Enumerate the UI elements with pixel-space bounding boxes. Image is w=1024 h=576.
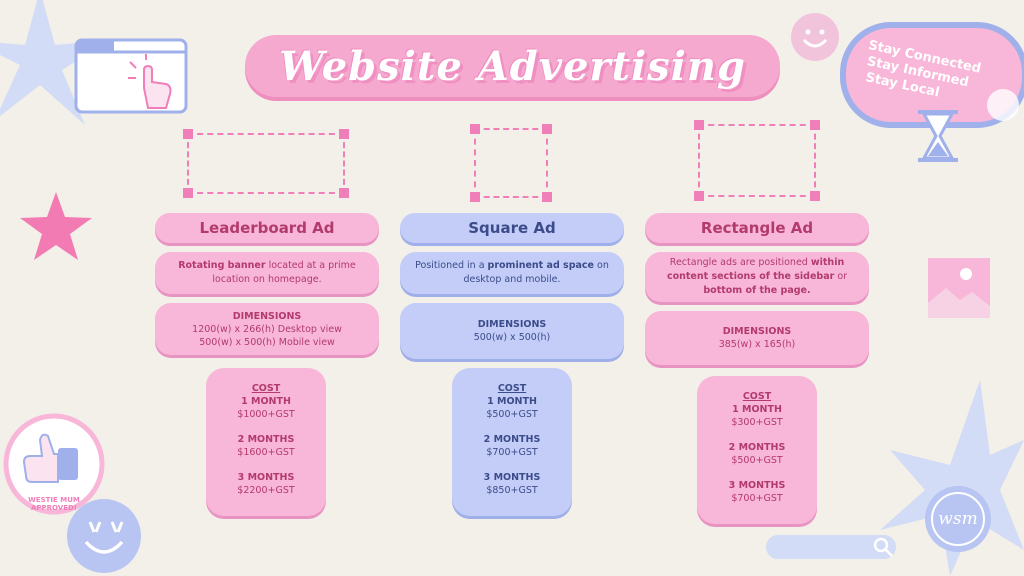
dimensions-label: DIMENSIONS — [232, 310, 302, 322]
square-ad-frame — [470, 124, 552, 202]
smiley-icon — [791, 13, 839, 61]
dimensions-label: DIMENSIONS — [477, 319, 547, 330]
square-ad-cost: COST 1 MONTH $500+GST 2 MONTHS $700+GST … — [452, 368, 572, 516]
leaderboard-ad-dimensions: DIMENSIONS 1200(w) x 266(h) Desktop view… — [155, 303, 379, 355]
cost-label: COST — [497, 383, 527, 394]
page-title: Website Advertising — [279, 42, 746, 90]
wsm-logo: wsm — [925, 486, 991, 552]
rectangle-ad-dimensions: DIMENSIONS 385(w) x 165(h) — [645, 311, 869, 365]
leaderboard-ad-cost: COST 1 MONTH $1000+GST 2 MONTHS $1600+GS… — [206, 368, 326, 516]
dimensions-value: 1200(w) x 266(h) Desktop view — [192, 323, 342, 335]
cost-label: COST — [742, 391, 772, 402]
cost-period: 2 MONTHS — [237, 434, 295, 445]
cost-price: $500+GST — [486, 409, 538, 420]
cost-price: $1600+GST — [237, 447, 295, 458]
ad-description-text: Rotating banner located at a prime locat… — [178, 260, 356, 285]
ad-name: Rectangle Ad — [700, 219, 814, 237]
search-icon[interactable] — [872, 536, 894, 558]
cost-price: $300+GST — [731, 417, 783, 428]
cost-period: 1 MONTH — [241, 396, 291, 407]
square-ad-description: Positioned in a prominent ad space on de… — [400, 252, 624, 294]
cost-label: COST — [251, 383, 281, 394]
rectangle-ad-frame — [694, 120, 820, 201]
dimensions-value: 500(w) x 500(h) — [473, 332, 551, 343]
dimensions-value: 500(w) x 500(h) Mobile view — [199, 336, 335, 348]
thumbs-up-icon — [3, 413, 105, 515]
cost-price: $700+GST — [486, 447, 538, 458]
leaderboard-ad-description: Rotating banner located at a prime locat… — [155, 252, 379, 294]
cost-period: 1 MONTH — [487, 396, 537, 407]
cost-period: 3 MONTHS — [728, 480, 786, 491]
rectangle-ad-cost: COST 1 MONTH $300+GST 2 MONTHS $500+GST … — [697, 376, 817, 524]
approved-badge-text: WESTIE MUM APPROVED! — [28, 496, 80, 512]
wsm-logo-text: wsm — [938, 509, 978, 529]
cost-period: 1 MONTH — [732, 404, 782, 415]
star-icon — [20, 192, 92, 260]
square-ad-header: Square Ad — [400, 213, 624, 243]
cost-price: $1000+GST — [237, 409, 295, 420]
rectangle-ad-header: Rectangle Ad — [645, 213, 869, 243]
cost-period: 2 MONTHS — [483, 434, 541, 445]
ad-name: Leaderboard Ad — [199, 219, 335, 237]
cost-price: $850+GST — [486, 485, 538, 496]
dimensions-label: DIMENSIONS — [722, 326, 792, 337]
sparkle-icon — [0, 0, 110, 125]
square-ad-dimensions: DIMENSIONS 500(w) x 500(h) — [400, 303, 624, 359]
ad-description-text: Rectangle ads are positioned within cont… — [666, 257, 848, 296]
leaderboard-ad-header: Leaderboard Ad — [155, 213, 379, 243]
rectangle-ad-description: Rectangle ads are positioned within cont… — [645, 252, 869, 302]
title-banner: Website Advertising — [245, 35, 780, 97]
cost-period: 3 MONTHS — [237, 472, 295, 483]
cost-period: 2 MONTHS — [728, 442, 786, 453]
ad-description-text: Positioned in a prominent ad space on de… — [415, 260, 609, 285]
cost-price: $700+GST — [731, 493, 783, 504]
ad-name: Square Ad — [468, 219, 556, 237]
cost-price: $2200+GST — [237, 485, 295, 496]
browser-click-icon — [74, 38, 188, 114]
dimensions-value: 385(w) x 165(h) — [718, 339, 796, 350]
hourglass-icon — [918, 110, 958, 162]
cost-period: 3 MONTHS — [483, 472, 541, 483]
cost-price: $500+GST — [731, 455, 783, 466]
smiley-icon — [67, 499, 141, 573]
leaderboard-ad-frame — [183, 129, 349, 198]
image-placeholder-icon — [928, 258, 990, 318]
